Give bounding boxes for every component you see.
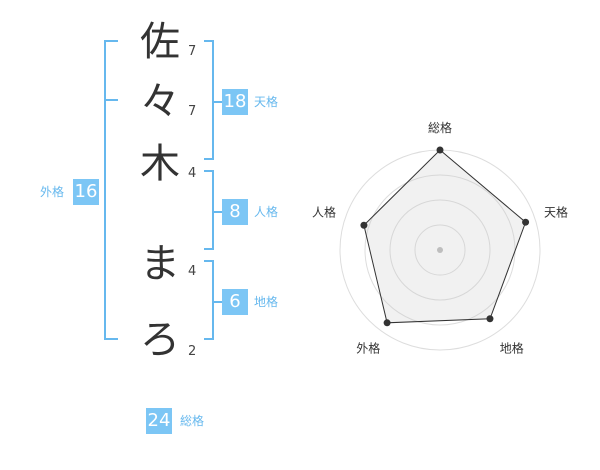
radar-axis-label-3: 地格 <box>500 341 524 356</box>
radar-points <box>360 146 530 327</box>
tenkaku-bracket-tick <box>212 101 222 103</box>
radar-ring-2 <box>389 199 491 301</box>
radar-axis-label-1: 総格 <box>428 120 452 135</box>
chikaku-badge: 6 <box>222 289 248 315</box>
name-char-2: 々 <box>140 79 180 125</box>
radar-point-4 <box>383 319 391 327</box>
radar-center <box>437 247 443 253</box>
radar-polygon <box>363 149 527 324</box>
chikaku-label: 地格 <box>254 295 279 309</box>
soukaku-badge: 24 <box>146 408 172 434</box>
stroke-count-1: 7 <box>188 44 197 59</box>
chikaku-bracket-top <box>204 260 214 262</box>
gaikaku-bracket-line <box>104 40 106 340</box>
tenkaku-bracket-top <box>204 40 214 42</box>
gaikaku-bracket-top <box>104 40 118 42</box>
chikaku-bracket-bottom <box>204 338 214 340</box>
radar-ring-1 <box>414 224 466 276</box>
jinkaku-badge: 8 <box>222 199 248 225</box>
radar-axis-label-2: 天格 <box>544 204 568 219</box>
gaikaku-badge: 16 <box>73 179 99 205</box>
jinkaku-bracket-tick <box>212 211 222 213</box>
tenkaku-bracket-line <box>212 40 214 160</box>
jinkaku-bracket-bottom <box>204 248 214 250</box>
name-char-4: ま <box>140 241 180 287</box>
chikaku-bracket-line <box>212 260 214 340</box>
tenkaku-label: 天格 <box>254 95 279 109</box>
name-char-1: 佐 <box>140 19 180 65</box>
radar-point-1 <box>436 146 444 154</box>
jinkaku-label: 人格 <box>254 205 279 219</box>
jinkaku-bracket-line <box>212 170 214 250</box>
tenkaku-bracket-bottom <box>204 158 214 160</box>
gaikaku-bracket-bottom <box>104 338 118 340</box>
stroke-count-3: 4 <box>188 166 197 181</box>
stroke-count-5: 2 <box>188 344 197 359</box>
tenkaku-badge: 18 <box>222 89 248 115</box>
gaikaku-label: 外格 <box>40 185 65 199</box>
radar-point-5 <box>360 221 368 229</box>
stroke-count-4: 4 <box>188 264 197 279</box>
soukaku-label: 総格 <box>180 414 205 428</box>
radar-axis-label-4: 外格 <box>356 341 380 356</box>
radar-point-3 <box>486 315 494 323</box>
radar-axis-label-5: 人格 <box>312 204 336 219</box>
stroke-count-2: 7 <box>188 104 197 119</box>
radar-point-2 <box>522 218 530 226</box>
name-char-3: 木 <box>140 141 180 187</box>
jinkaku-bracket-top <box>204 170 214 172</box>
gaikaku-bracket-mid <box>104 99 118 101</box>
name-char-5: ろ <box>140 317 180 363</box>
chikaku-bracket-tick <box>212 301 222 303</box>
